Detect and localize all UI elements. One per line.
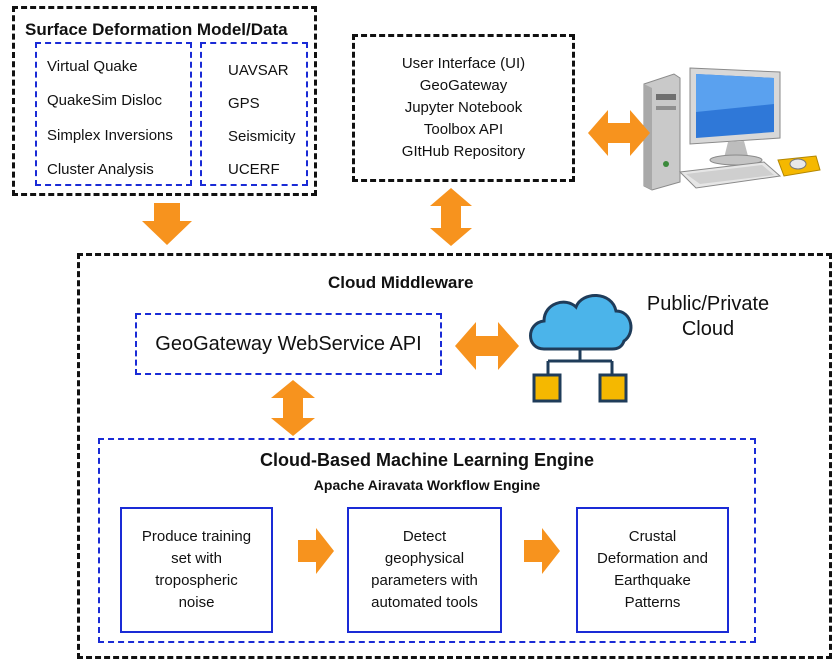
- cloud-label: Public/Private Cloud: [628, 292, 788, 342]
- vertical-double-arrow-icon: [271, 380, 315, 436]
- model-item: Cluster Analysis: [47, 160, 154, 178]
- step-text: Deformation and: [597, 550, 708, 567]
- step-text: Earthquake: [614, 572, 691, 589]
- data-item: UCERF: [228, 161, 280, 178]
- data-item: GPS: [228, 95, 260, 112]
- right-arrow-icon: [524, 528, 560, 574]
- ui-line: GItHub Repository: [401, 143, 526, 160]
- step-produce-training-set: Produce training set with tropospheric n…: [120, 507, 273, 633]
- ml-engine-title: Cloud-Based Machine Learning Engine: [259, 450, 595, 470]
- ui-line: Toolbox API: [423, 121, 504, 138]
- desktop-computer-icon: [643, 67, 821, 191]
- step-text: Produce training: [141, 528, 252, 545]
- down-arrow-icon: [142, 203, 192, 245]
- step-text: tropospheric: [155, 572, 238, 589]
- ui-line: User Interface (UI): [401, 55, 526, 72]
- user-interface-box: User Interface (UI) GeoGateway Jupyter N…: [352, 34, 575, 182]
- step-text: Detect: [402, 528, 447, 545]
- horizontal-double-arrow-icon: [588, 110, 650, 156]
- step-text: Patterns: [624, 594, 681, 611]
- step-detect-parameters: Detect geophysical parameters with autom…: [347, 507, 502, 633]
- workflow-engine-subtitle: Apache Airavata Workflow Engine: [313, 477, 541, 493]
- cloud-label-line: Public/Private: [646, 293, 770, 315]
- geogateway-api-box: GeoGateway WebService API: [135, 313, 442, 375]
- ml-engine-box: Cloud-Based Machine Learning Engine Apac…: [98, 438, 756, 643]
- step-text: Crustal: [628, 528, 677, 545]
- data-list: UAVSAR GPS Seismicity UCERF: [200, 42, 308, 186]
- data-item: Seismicity: [228, 128, 296, 145]
- data-item: UAVSAR: [228, 62, 289, 79]
- cloud-middleware-title: Cloud Middleware: [328, 273, 474, 292]
- cloud-network-icon: [529, 294, 633, 403]
- step-text: parameters with: [371, 572, 478, 589]
- step-text: set with: [171, 550, 222, 567]
- vertical-double-arrow-icon: [430, 188, 472, 246]
- step-crustal-deformation: Crustal Deformation and Earthquake Patte…: [576, 507, 729, 633]
- cloud-label-line: Cloud: [681, 318, 735, 340]
- model-item: Virtual Quake: [47, 58, 138, 75]
- surface-deformation-title: Surface Deformation Model/Data: [25, 20, 288, 39]
- geogateway-api-label: GeoGateway WebService API: [155, 332, 422, 355]
- step-text: automated tools: [371, 594, 478, 611]
- cloud-middleware-box: Cloud Middleware: [77, 253, 832, 659]
- step-text: noise: [178, 594, 215, 611]
- ui-line: GeoGateway: [419, 77, 508, 94]
- model-list: Virtual Quake QuakeSim Disloc Simplex In…: [35, 42, 192, 186]
- right-arrow-icon: [298, 528, 334, 574]
- model-item: QuakeSim Disloc: [47, 92, 163, 110]
- surface-deformation-box: Surface Deformation Model/Data Virtual Q…: [12, 6, 317, 196]
- ui-line: Jupyter Notebook: [404, 99, 523, 116]
- horizontal-double-arrow-icon: [455, 322, 519, 370]
- model-item: Simplex Inversions: [47, 126, 173, 144]
- step-text: geophysical: [384, 550, 465, 567]
